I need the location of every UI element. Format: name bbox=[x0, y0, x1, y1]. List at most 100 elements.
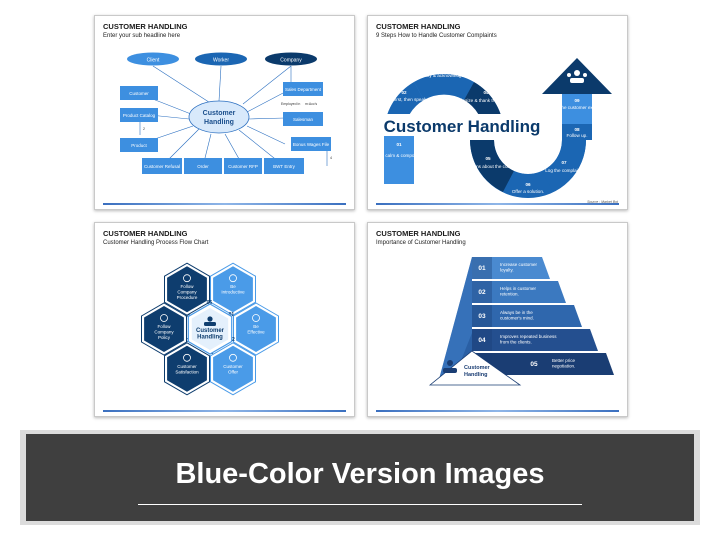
slide-subtitle: Importance of Customer Handling bbox=[376, 240, 466, 246]
svg-text:Log the complaint.: Log the complaint. bbox=[545, 168, 583, 173]
flow-node-number: 06 bbox=[207, 300, 213, 306]
step-text: Helps in customer bbox=[500, 286, 537, 291]
tag-icon bbox=[229, 353, 237, 362]
slide-thumbnail-1[interactable]: CUSTOMER HANDLING Enter your sub headlin… bbox=[94, 15, 355, 210]
slide-footer-line bbox=[103, 203, 346, 205]
flow-node-text: Offer bbox=[228, 369, 238, 374]
flow-node-text: Follow bbox=[157, 324, 171, 329]
svg-text:01: 01 bbox=[396, 142, 402, 147]
edge-label: 4 bbox=[330, 156, 332, 160]
left-stem bbox=[384, 134, 414, 184]
edge-label: m:Acc's bbox=[305, 102, 317, 106]
stopwatch-icon bbox=[229, 274, 237, 283]
flow-node-text: Satisfaction bbox=[175, 369, 199, 374]
source-note: Source : Market Bot bbox=[587, 200, 619, 204]
svg-text:Follow up.: Follow up. bbox=[567, 133, 588, 138]
svg-text:Improve the customer experienc: Improve the customer experience. bbox=[542, 105, 611, 110]
slide-thumbnail-3[interactable]: CUSTOMER HANDLING Customer Handling Proc… bbox=[94, 222, 355, 417]
center-node bbox=[188, 100, 250, 134]
slide-title: CUSTOMER HANDLING bbox=[376, 22, 461, 31]
flow-node-text: Company bbox=[154, 330, 174, 335]
slide-title: CUSTOMER HANDLING bbox=[376, 229, 461, 238]
svg-text:Listen first, then speak.: Listen first, then speak. bbox=[380, 97, 427, 102]
svg-text:Take responsibility & acknowle: Take responsibility & acknowledge the co… bbox=[394, 73, 494, 78]
team-icon bbox=[204, 316, 216, 326]
slide-thumbnail-2[interactable]: CUSTOMER HANDLING 9 Steps How to Handle … bbox=[367, 15, 628, 210]
slide-title: CUSTOMER HANDLING bbox=[103, 22, 188, 31]
slide-thumbnail-4[interactable]: CUSTOMER HANDLING Importance of Customer… bbox=[367, 222, 628, 417]
center-label: Handling bbox=[464, 372, 488, 378]
step-text: retention. bbox=[500, 292, 519, 297]
slide-subtitle: Enter your sub headline here bbox=[103, 33, 181, 39]
left-boxes: Customer Product Catalog Product bbox=[120, 86, 158, 152]
center-label: Handling bbox=[204, 119, 234, 126]
step-text: Always be in the bbox=[500, 310, 533, 315]
slide-footer-line bbox=[103, 410, 346, 412]
svg-text:Stay calm & composed.: Stay calm & composed. bbox=[375, 153, 423, 158]
svg-text:Customer Refusal: Customer Refusal bbox=[144, 164, 180, 169]
flow-center-label: Handling bbox=[197, 335, 223, 341]
edge-label: Employed in bbox=[281, 102, 300, 106]
diagram-heading: Customer Handling bbox=[384, 117, 541, 136]
svg-text:Salesman: Salesman bbox=[293, 117, 314, 122]
flow-node-04: CustomerSatisfaction04 bbox=[164, 338, 210, 396]
flow-node-text: Customer bbox=[177, 364, 197, 369]
bottom-boxes: Customer Refusal Order Customer RFP BWT … bbox=[142, 158, 304, 174]
flow-node-05: FollowCompanyPolicy05 bbox=[141, 302, 191, 356]
process-flow-chart: BeIntroductive01BeEffective02CustomerOff… bbox=[141, 262, 279, 396]
slide-subtitle: Customer Handling Process Flow Chart bbox=[103, 240, 209, 246]
banner-title: Blue-Color Version Images bbox=[175, 458, 545, 490]
svg-text:Order: Order bbox=[197, 164, 209, 169]
svg-text:Apologize & thank the customer: Apologize & thank the customer. bbox=[453, 98, 519, 103]
flow-node-text: Procedure bbox=[177, 295, 198, 300]
svg-text:BWT Entry: BWT Entry bbox=[273, 164, 295, 169]
step-number: 03 bbox=[478, 313, 486, 320]
step-text: Better price bbox=[552, 358, 576, 363]
edge-label: 2 bbox=[143, 127, 145, 131]
svg-text:Product: Product bbox=[131, 143, 147, 148]
right-boxes: Sales Department Salesman Bonus Wages Fi… bbox=[283, 82, 331, 151]
node-label: Company bbox=[280, 58, 302, 64]
svg-text:08: 08 bbox=[574, 127, 580, 132]
svg-text:06: 06 bbox=[525, 182, 531, 187]
node-label: Worker bbox=[213, 58, 229, 64]
scale-icon bbox=[160, 314, 168, 322]
center-label: Customer bbox=[203, 110, 236, 117]
slide-footer-line bbox=[376, 410, 619, 412]
step-number: 04 bbox=[478, 337, 486, 344]
svg-text:Product Catalog: Product Catalog bbox=[123, 113, 156, 118]
node-worker bbox=[195, 52, 247, 66]
flow-node-number: 01 bbox=[229, 312, 235, 318]
node-label: Client bbox=[147, 58, 160, 64]
flow-node-text: Be bbox=[230, 284, 236, 289]
hex-nodes: BeIntroductive01BeEffective02CustomerOff… bbox=[141, 262, 279, 396]
flow-node-text: Effective bbox=[247, 330, 265, 335]
flow-node-text: Be bbox=[253, 324, 259, 329]
user-icon bbox=[443, 360, 457, 373]
svg-text:Customer RFP: Customer RFP bbox=[228, 164, 258, 169]
handshake-icon bbox=[567, 70, 587, 83]
svg-text:09: 09 bbox=[574, 98, 580, 103]
step-labels: 01 Stay calm & composed. 02 Listen first… bbox=[375, 65, 612, 194]
flow-node-text: Customer bbox=[223, 364, 243, 369]
slide-title: CUSTOMER HANDLING bbox=[103, 229, 188, 238]
version-banner: Blue-Color Version Images bbox=[20, 430, 700, 525]
node-client bbox=[127, 52, 179, 66]
flow-center-label: Customer bbox=[196, 328, 225, 334]
step-text: negotiation. bbox=[552, 364, 575, 369]
target-icon bbox=[252, 314, 260, 322]
flow-node-02: BeEffective02 bbox=[229, 302, 279, 356]
svg-text:Ask questions about the compla: Ask questions about the complaint. bbox=[452, 164, 523, 169]
step-number: 05 bbox=[530, 361, 538, 368]
svg-text:Sales Department: Sales Department bbox=[285, 87, 322, 92]
flow-node-text: Policy bbox=[158, 335, 171, 340]
banner-underline bbox=[138, 504, 582, 505]
relationship-diagram: Client Worker Company Customer Handling … bbox=[120, 52, 332, 174]
